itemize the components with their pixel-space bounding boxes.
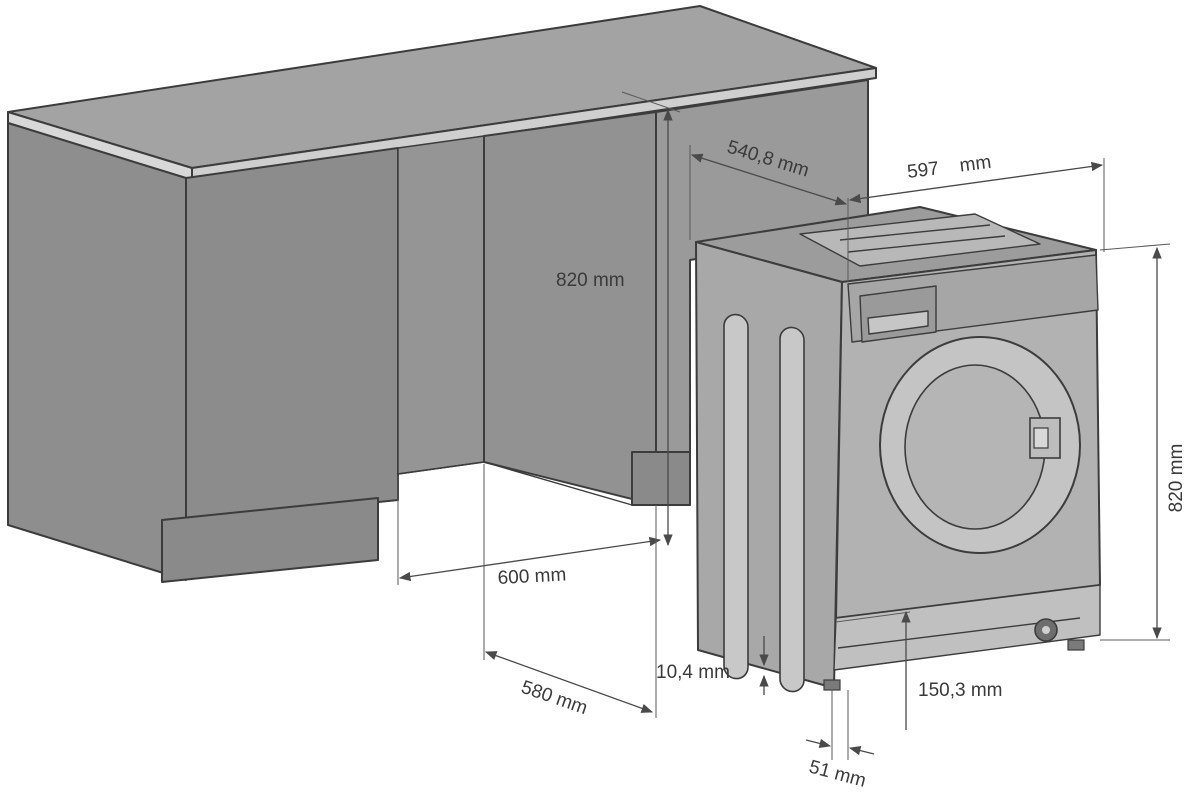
niche-depth-line	[484, 651, 654, 713]
label-plinth-offset: 150,3 mm	[918, 680, 1002, 701]
cabinet-left-side	[7, 122, 187, 581]
machine-width-line	[848, 161, 1104, 204]
machine-foot-front-left	[823, 679, 841, 691]
washing-machine	[695, 206, 1101, 693]
machine-foot-front-right	[1067, 639, 1085, 651]
machine-top-recess	[799, 213, 1041, 267]
label-foot-inset: 51 mm	[807, 757, 869, 792]
pump-filter-knob-center	[1042, 626, 1050, 634]
door-glass	[904, 364, 1046, 530]
top-recess-groove-1	[839, 224, 991, 241]
door-latch-inner	[1033, 427, 1049, 449]
label-cabinet-height: 820 mm	[556, 270, 625, 291]
dimension-lines	[397, 91, 1171, 760]
machine-left-side	[695, 241, 843, 689]
machine-height-ext-top	[1099, 243, 1171, 251]
niche-floor-edge	[483, 461, 633, 506]
top-recess-groove-2	[847, 235, 1006, 253]
side-slot-left	[723, 313, 749, 680]
label-niche-depth: 580 mm	[518, 677, 590, 719]
cabinet-right-plinth	[631, 451, 691, 506]
label-niche-width: 600 mm	[497, 564, 567, 589]
side-slot-right	[779, 326, 805, 693]
label-machine-height: 820 mm	[1166, 444, 1186, 513]
label-foot-height: 10,4 mm	[656, 662, 730, 683]
plinth-offset-ext	[835, 611, 911, 623]
cabinet-height-extension	[621, 91, 681, 113]
cabinet-left-front	[185, 147, 399, 523]
foot-inset-line	[805, 738, 832, 748]
foot-inset-line-2	[848, 746, 875, 756]
niche-width-line	[398, 536, 662, 582]
cabinet-right-front	[483, 111, 657, 506]
cabinet-left-plinth	[161, 497, 379, 583]
dimension-labels: 820 mm 540,8 mm 597 mm 820 mm 600 mm 580…	[497, 137, 1186, 792]
niche-floor-line	[397, 461, 485, 475]
machine-plinth	[833, 584, 1101, 671]
detergent-drawer-handle	[867, 310, 929, 335]
niche-back-wall	[397, 135, 485, 475]
label-machine-width: 597 mm	[906, 152, 992, 183]
machine-depth-line	[690, 153, 848, 206]
